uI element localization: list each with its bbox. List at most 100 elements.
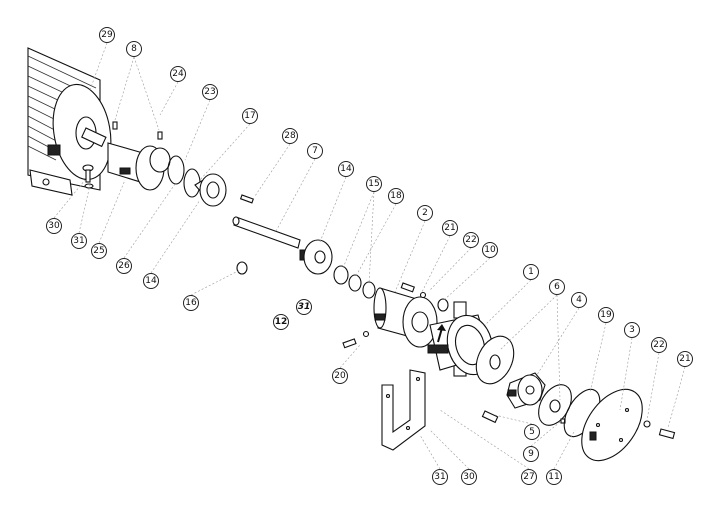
callout-12: 12 [273,314,289,330]
leader-lines [53,42,686,470]
svg-text:30: 30 [48,221,60,231]
callout-22b: 22 [651,337,667,353]
callout-3: 3 [624,322,640,338]
cover [581,388,643,462]
motor-bolt [82,164,94,189]
callout-30b: 30 [461,469,477,485]
screw [400,282,415,293]
washer-22 [643,420,651,428]
callout-31-italic: 31 [296,299,312,315]
bracket [381,369,426,451]
svg-text:7: 7 [312,146,318,156]
callout-5: 5 [524,424,540,440]
svg-text:29: 29 [101,30,113,40]
callout-21b: 21 [677,351,693,367]
key [112,121,118,130]
svg-text:23: 23 [204,87,215,97]
circlip-16 [236,261,248,275]
seal-ring [362,281,376,299]
svg-text:18: 18 [390,191,402,201]
callout-31b: 31 [432,469,448,485]
svg-text:30: 30 [463,472,475,482]
svg-text:22: 22 [653,340,664,350]
shaft-key [239,194,254,204]
callout-20: 20 [332,368,348,384]
svg-text:1: 1 [528,267,534,277]
callout-16: 16 [183,295,199,311]
svg-text:24: 24 [172,69,184,79]
callout-2: 2 [417,205,433,221]
svg-text:21: 21 [444,223,455,233]
svg-text:14: 14 [340,164,352,174]
screw-21 [658,428,676,440]
screw-20 [342,338,357,349]
svg-text:31: 31 [298,302,311,312]
bearing-housing [373,287,438,348]
callout-30: 30 [46,218,62,234]
svg-text:27: 27 [523,472,534,482]
circlip [167,155,185,185]
coupling [107,142,171,191]
svg-text:14: 14 [145,276,157,286]
callout-14b: 14 [143,273,159,289]
svg-text:31: 31 [434,472,445,482]
gasket-10 [437,298,449,312]
svg-text:31: 31 [73,236,84,246]
shaft [232,216,301,249]
callout-6: 6 [549,279,565,295]
svg-text:26: 26 [118,261,130,271]
svg-text:21: 21 [679,354,690,364]
callout-1: 1 [523,264,539,280]
svg-text:2: 2 [422,208,428,218]
callout-23: 23 [202,84,218,100]
callout-28: 28 [282,128,298,144]
svg-text:4: 4 [576,295,582,305]
svg-text:19: 19 [600,310,612,320]
svg-text:3: 3 [629,325,635,335]
svg-text:5: 5 [529,427,535,437]
callout-24: 24 [170,66,186,82]
callout-31: 31 [71,233,87,249]
callout-8: 8 [126,41,142,57]
svg-text:10: 10 [484,245,496,255]
callout-14: 14 [338,161,354,177]
svg-text:15: 15 [368,179,379,189]
callout-15: 15 [366,176,382,192]
circlip-18 [348,274,362,292]
bearing-right [299,239,333,275]
svg-text:25: 25 [93,246,104,256]
svg-text:8: 8 [131,44,137,54]
svg-text:9: 9 [528,449,534,459]
callout-4: 4 [571,292,587,308]
callout-27: 27 [521,469,537,485]
key [157,131,163,140]
svg-text:28: 28 [284,131,296,141]
svg-text:20: 20 [334,371,346,381]
svg-text:16: 16 [185,298,197,308]
svg-text:22: 22 [465,235,476,245]
svg-text:11: 11 [548,472,559,482]
callout-26: 26 [116,258,132,274]
svg-text:17: 17 [244,111,255,121]
svg-text:6: 6 [554,282,560,292]
impeller [506,372,546,409]
callout-21: 21 [442,220,458,236]
callout-18: 18 [388,188,404,204]
seal [333,265,349,285]
callout-25: 25 [91,243,107,259]
wear-plate [475,335,515,385]
callout-19: 19 [598,307,614,323]
pin [481,410,499,424]
washer [362,330,370,338]
callout-22: 22 [463,232,479,248]
bearing [194,173,227,207]
motor [27,47,112,196]
callout-7: 7 [307,143,323,159]
callout-17: 17 [242,108,258,124]
washer [419,291,427,299]
svg-text:12: 12 [275,317,288,327]
callout-11: 11 [546,469,562,485]
callout-10: 10 [482,242,498,258]
callout-9: 9 [523,446,539,462]
